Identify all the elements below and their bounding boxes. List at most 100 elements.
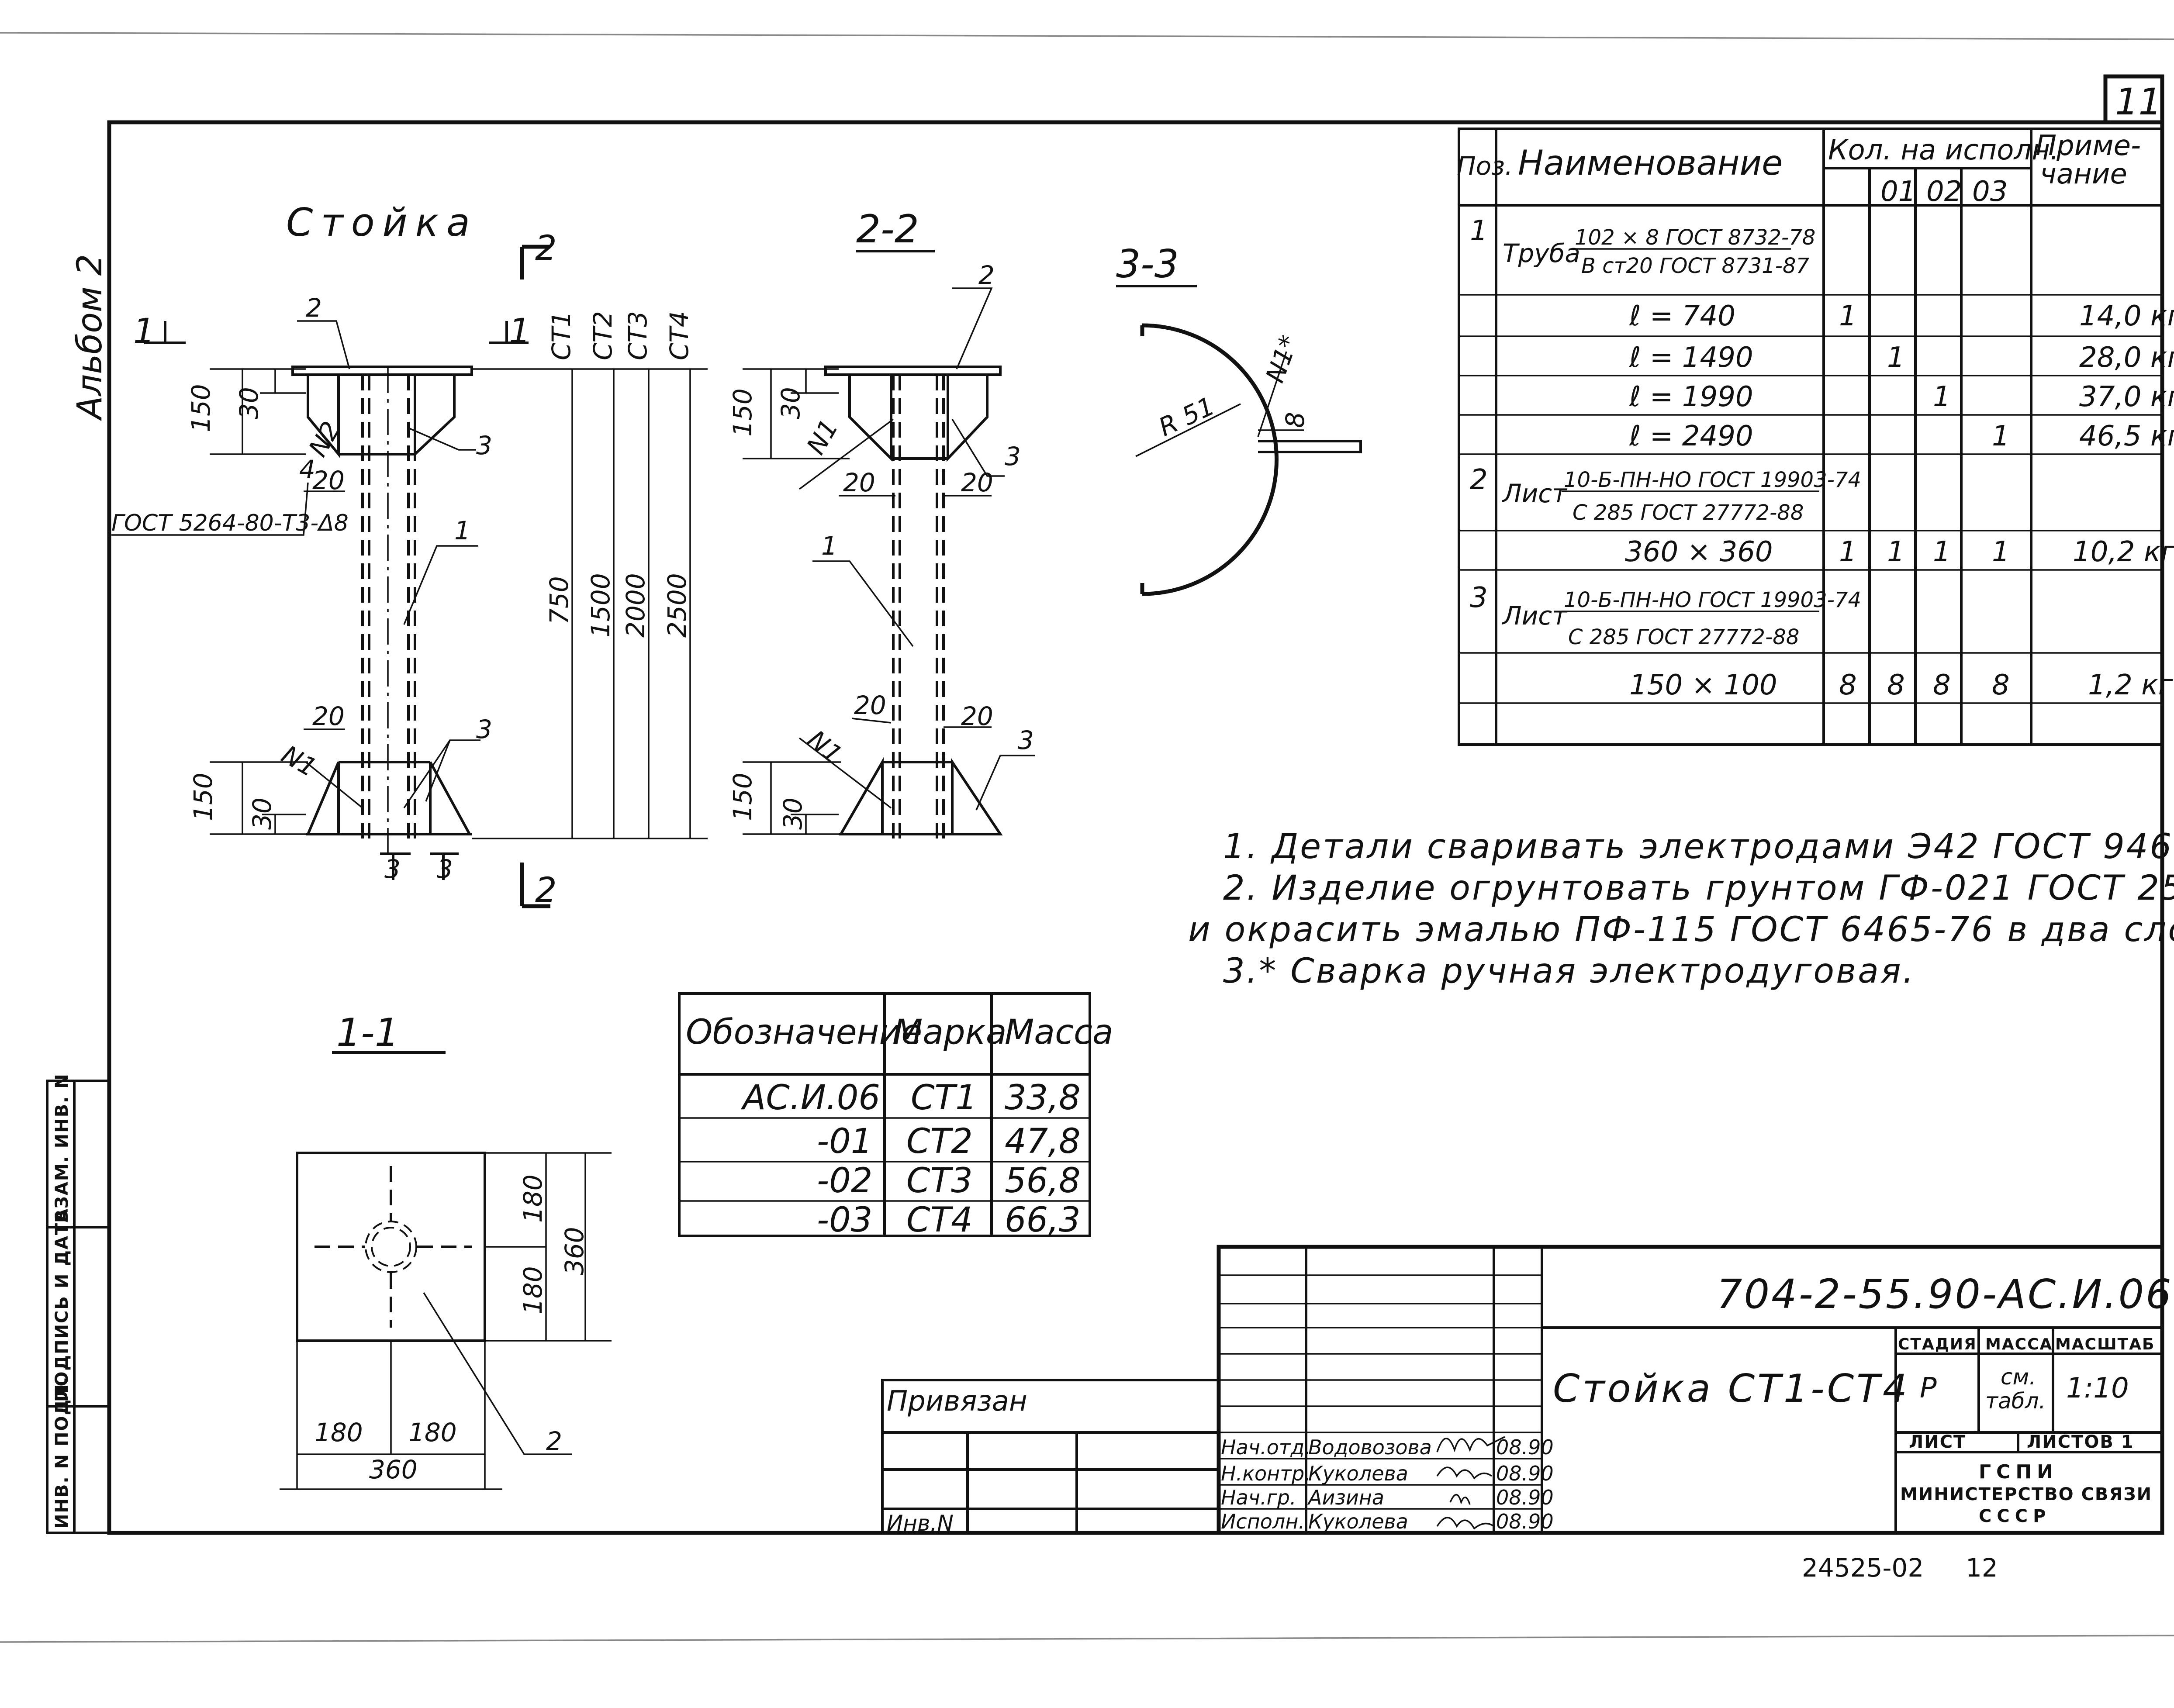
stand-label: СТ2: [588, 311, 618, 360]
section-3-3-title: 3-3: [1116, 242, 1179, 286]
drawing-label: 47,8: [1005, 1122, 1081, 1161]
note-line: 1. Детали сваривать электродами Э42 ГОСТ…: [1223, 827, 2174, 866]
staff-role: Нач.отд.: [1221, 1435, 1311, 1459]
drawing-label: 1: [1887, 536, 1905, 568]
drawing-label: 10-Б-ПН-НО ГОСТ 19903-74: [1564, 588, 1861, 612]
stand-label: СТ4: [664, 311, 694, 360]
drawing-label: 30: [234, 387, 264, 419]
staff-date: 08.90: [1496, 1462, 1554, 1485]
drawing-label: ℓ = 2490: [1629, 420, 1753, 452]
drawing-label: -03: [817, 1201, 872, 1240]
drawing-label: N1: [802, 725, 848, 770]
drawing-label: 1: [509, 312, 531, 351]
drawing-label: -02: [817, 1161, 872, 1201]
drawing-label: N1*: [1260, 331, 1304, 386]
drawing-label: 10,2 кг: [2073, 536, 2174, 568]
drawing-label: 360: [560, 1227, 589, 1275]
staff-name: Аизина: [1307, 1486, 1384, 1509]
staff-date: 08.90: [1496, 1510, 1554, 1533]
drawing-label: СТ4: [906, 1201, 973, 1240]
drawing-label: МАССА: [1985, 1335, 2053, 1353]
drawing-label: Лист: [1502, 601, 1568, 631]
stand-label: СТ1: [546, 311, 576, 360]
drawing-label: СТАДИЯ: [1898, 1335, 1977, 1353]
drawing-label: 37,0 кг: [2079, 381, 2174, 413]
drawing-label: 1: [454, 516, 470, 545]
drawing-label: СТ1: [911, 1078, 977, 1118]
drawing-label: 20: [843, 468, 875, 497]
drawing-label: 20: [961, 701, 993, 731]
title-block: Привязан Инв.N 704-2-55.90-АС.И.06 Стойк…: [881, 1245, 2173, 1536]
note-line: 3.* Сварка ручная электродуговая.: [1223, 952, 1915, 991]
drawing-label: Приме-: [2036, 130, 2141, 162]
drawing-label: 3: [1018, 725, 1034, 755]
section-1-1-view: 1-1 180 180 360 180 180 360 2: [280, 1010, 612, 1490]
staff-role: Исполн.: [1221, 1510, 1305, 1533]
archive-page: 12: [1966, 1553, 1998, 1583]
drawing-label: 360: [369, 1455, 418, 1484]
section-1-1-title: 1-1: [336, 1010, 399, 1055]
drawing-label: 1: [1839, 300, 1857, 332]
main-elevation-view: Стойка 1 1 2 2 150 30 150 30 N2 4 20: [111, 200, 708, 910]
drawing-label: 102 × 8 ГОСТ 8732-78: [1575, 225, 1815, 250]
drawing-label: 2: [535, 229, 557, 268]
drawing-label: 8: [1933, 669, 1951, 701]
drawing-label: 20: [961, 468, 993, 497]
sheet-number: 11: [2115, 80, 2162, 123]
drawing-label: 150: [728, 388, 757, 437]
drawing-label: 33,8: [1005, 1078, 1081, 1118]
drawing-label: ℓ = 1490: [1629, 342, 1753, 374]
drawing-label: 1500: [586, 573, 615, 638]
drawing-label: 2: [306, 293, 322, 323]
drawing-label: В ст20 ГОСТ 8731-87: [1581, 254, 1810, 278]
doc-code: 704-2-55.90-АС.И.06: [1717, 1271, 2173, 1318]
signature: [1436, 1436, 1505, 1453]
drawing-label: 4: [299, 455, 315, 484]
drawing-label: 20: [312, 701, 345, 731]
drawing-label: см.: [2001, 1364, 2036, 1390]
drawing-label: 750: [544, 576, 574, 625]
specification-table: Поз. Наименование Кол. на исполн. 01 02 …: [1457, 128, 2174, 746]
drawing-label: 180: [518, 1266, 548, 1315]
drawing-label: 03: [1972, 176, 2008, 208]
signature: [1436, 1517, 1495, 1530]
drawing-label: 3: [476, 714, 492, 744]
staff-name: Куколева: [1308, 1510, 1408, 1533]
drawing-label: Р: [1920, 1372, 1937, 1404]
drawing-label: 01: [1880, 176, 1916, 208]
drawing-label: 30: [776, 387, 805, 419]
drawing-label: ГСПИ: [1979, 1461, 2058, 1483]
drawing-label: 1: [1887, 342, 1905, 374]
drawing-label: 1: [1933, 536, 1951, 568]
drawing-label: 180: [408, 1418, 457, 1447]
section-2-2-view: 2-2 150 30 150 30 2 N1 20 20 3 1 20 20 N…: [728, 207, 1035, 838]
drawing-label: Инв.N: [887, 1511, 954, 1536]
drawing-label: 1: [1839, 536, 1857, 568]
drawing-label: С 285 ГОСТ 27772-88: [1568, 625, 1799, 649]
mark-mass-table: Обозначение Марка Масса АС.И.06 СТ1 33,8…: [678, 992, 1113, 1240]
drawing-label: 150: [728, 773, 757, 821]
drawing-label: МИНИСТЕРСТВО СВЯЗИ: [1900, 1484, 2152, 1504]
drawing-label: 150: [186, 384, 216, 432]
drawing-label: Лист: [1502, 479, 1568, 508]
drawing-label: 1,2 кг: [2088, 669, 2173, 701]
drawing-label: 3: [476, 431, 492, 460]
staff-date: 08.90: [1496, 1486, 1554, 1509]
drawing-label: 1: [133, 312, 155, 351]
drawing-label: Марка: [893, 1013, 1007, 1052]
drawing-label: Кол. на исполн.: [1828, 134, 2059, 166]
staff-name: Куколева: [1308, 1462, 1408, 1485]
signature: [1449, 1494, 1471, 1505]
drawing-label: ЛИСТОВ 1: [2027, 1432, 2134, 1452]
staff-name: Водовозова: [1308, 1435, 1432, 1459]
drawing-label: 30: [247, 797, 277, 830]
general-notes: 1. Детали сваривать электродами Э42 ГОСТ…: [1188, 827, 2174, 991]
drawing-label: 3: [384, 854, 401, 884]
drawing-label: ИНВ. N ПОДЛ.: [52, 1376, 72, 1529]
drawing-label: 3: [1470, 582, 1488, 614]
drawing-label: 1:10: [2066, 1372, 2129, 1404]
drawing-label: 8: [1887, 669, 1905, 701]
drawing-label: 8: [1280, 412, 1310, 428]
drawing-label: ЛИСТ: [1909, 1432, 1966, 1452]
